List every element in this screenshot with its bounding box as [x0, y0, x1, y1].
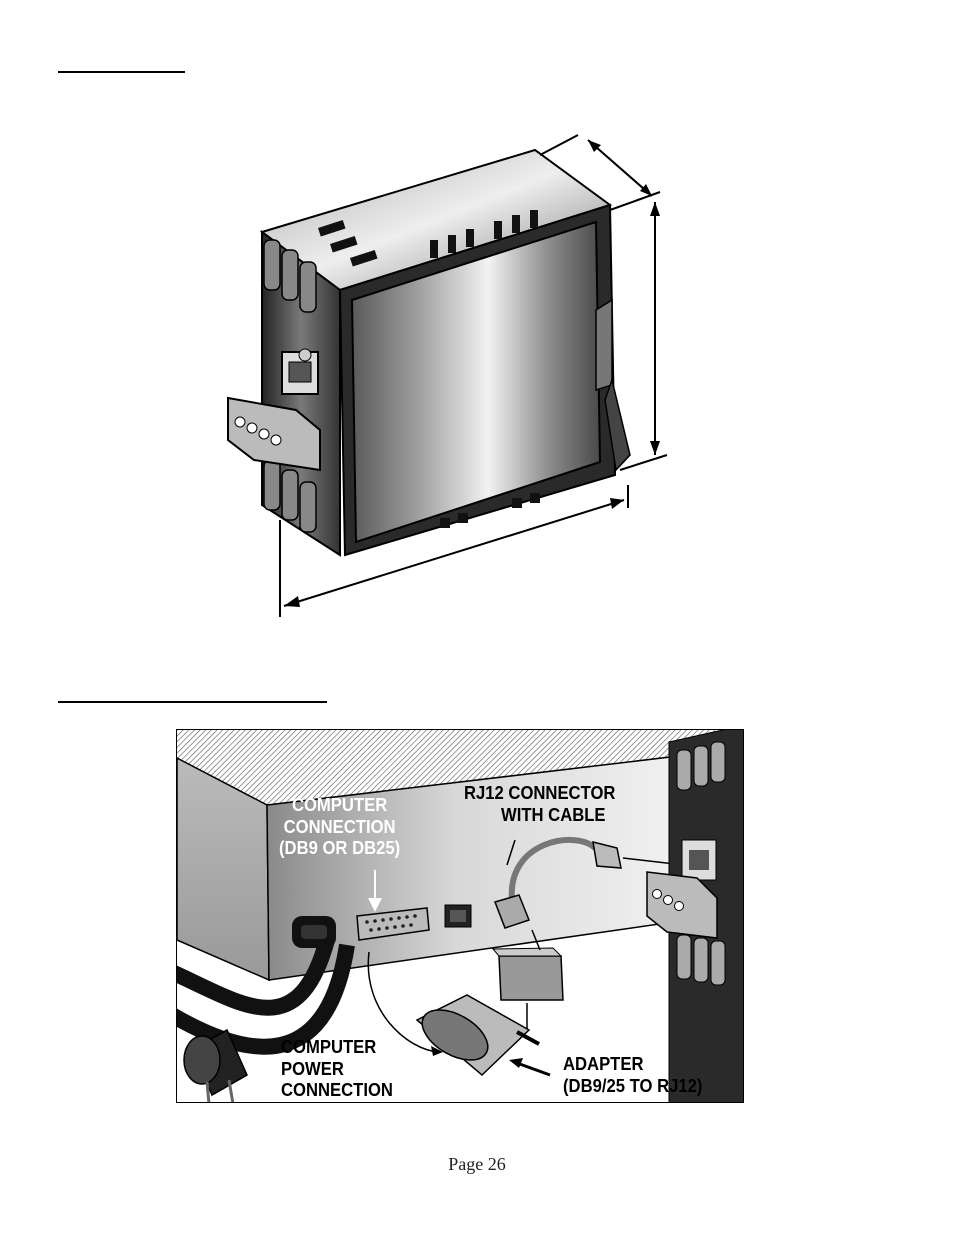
computer-connection-label: COMPUTER CONNECTION (DB9 OR DB25) — [279, 794, 401, 858]
connection-illustration: COMPUTER CONNECTION (DB9 OR DB25) RJ12 C… — [176, 729, 744, 1103]
computer-case-illustration — [177, 730, 743, 1102]
rj12-connector-label: RJ12 CONNECTOR WITH CABLE — [464, 782, 616, 825]
rj12-plug-icon — [494, 840, 622, 929]
power-plug-icon — [183, 916, 336, 1102]
section-heading-rule-dimensions — [58, 71, 185, 73]
computer-power-label: COMPUTER POWER CONNECTION — [281, 1036, 393, 1100]
section-heading-rule-connection — [58, 701, 327, 703]
db25-adapter-icon — [415, 994, 540, 1077]
rj12-jack-icon — [444, 904, 472, 928]
adapter-block-icon — [491, 947, 564, 1001]
adapter-label: ADAPTER (DB9/25 TO RJ12) — [563, 1053, 703, 1096]
db25-port-icon — [356, 907, 430, 941]
page-number: Page 26 — [448, 1154, 506, 1174]
device-dimension-illustration — [227, 134, 668, 617]
